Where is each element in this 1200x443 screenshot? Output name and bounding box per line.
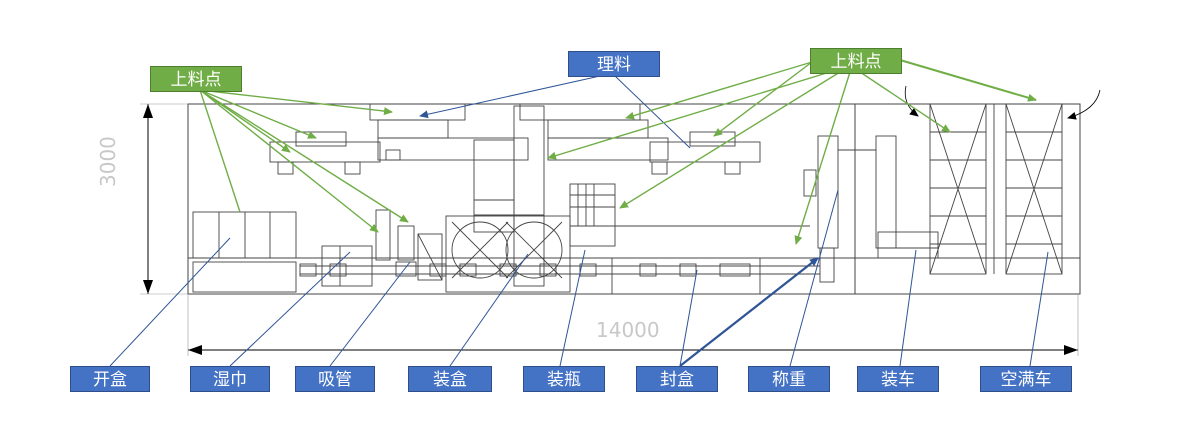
label-open-box: 开盒: [70, 366, 150, 392]
label-weighing: 称重: [748, 366, 830, 392]
label-boxing: 装盒: [408, 366, 492, 392]
leader-lines: [109, 75, 1049, 367]
length-dimension-text: 14000: [596, 318, 660, 342]
label-straw: 吸管: [295, 366, 375, 392]
height-dimension-text: 3000: [96, 136, 120, 187]
label-sorting: 理料: [568, 51, 660, 77]
label-wet-towel: 湿巾: [190, 366, 270, 392]
label-loading: 装车: [857, 366, 939, 392]
label-empty-full-cart: 空满车: [980, 366, 1072, 392]
pointer-arrows-green: [199, 59, 1037, 245]
height-dimension: [140, 103, 188, 295]
label-sealing: 封盒: [636, 366, 718, 392]
label-feed-point-right: 上料点: [810, 48, 902, 74]
label-feed-point-left: 上料点: [150, 66, 242, 92]
label-bottling: 装瓶: [523, 366, 605, 392]
machine-details: [192, 103, 1063, 294]
pointer-arrows-blue: [419, 75, 819, 367]
length-dimension: [187, 294, 1079, 356]
